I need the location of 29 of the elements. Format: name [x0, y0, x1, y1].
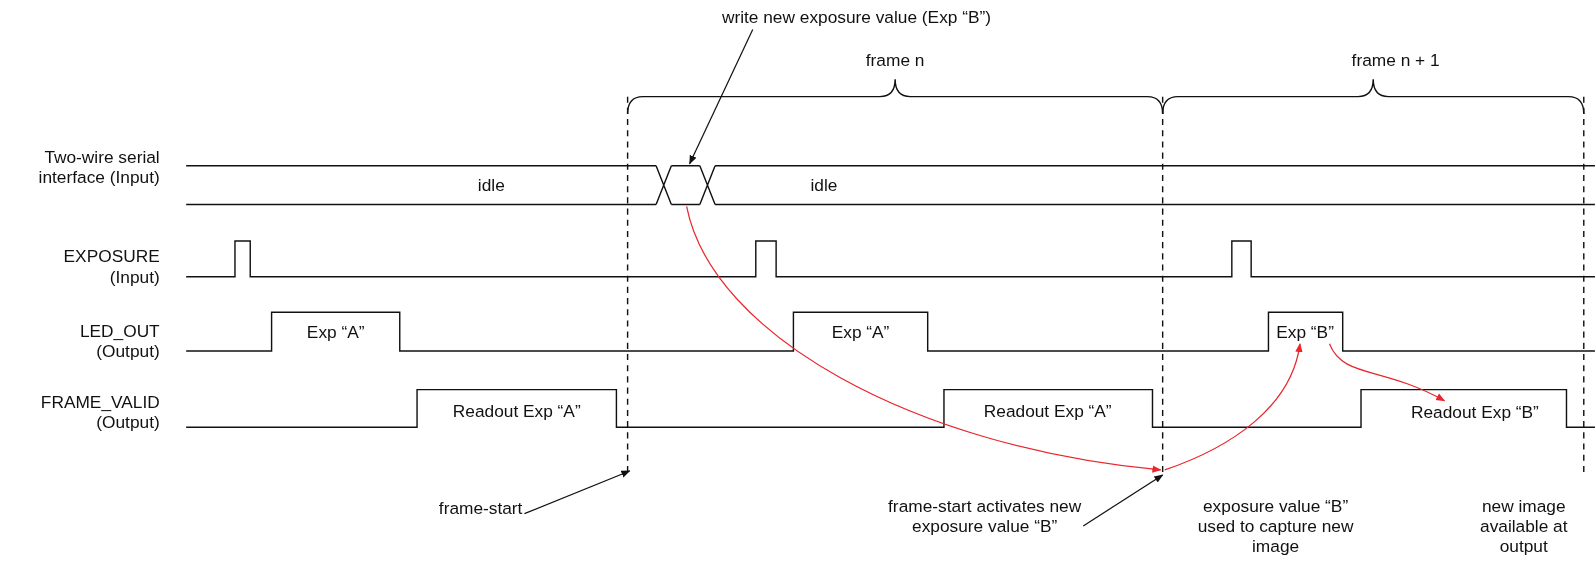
frame-boundary-line — [1161, 95, 1164, 474]
annotation: frame-start — [406, 498, 555, 519]
frame-boundary-line — [626, 95, 629, 474]
pulse-label: Readout Exp “A” — [451, 401, 582, 423]
signal-name: FRAME_VALID (Output) — [39, 392, 160, 434]
arrow — [1164, 342, 1302, 471]
bus-transition-drawing — [655, 165, 716, 206]
pulse-label: Exp “A” — [305, 322, 366, 343]
state-label: idle — [809, 176, 839, 197]
pulse-label: Readout Exp “B” — [1388, 402, 1562, 424]
leader-line — [1082, 474, 1164, 527]
arrow — [686, 205, 1162, 473]
annotation: new image available at output — [1479, 496, 1569, 558]
leader-line — [523, 470, 631, 515]
pulse-label: Exp “B” — [1264, 322, 1346, 343]
frame-label: frame n + 1 — [1350, 50, 1441, 72]
state-label: idle — [476, 176, 506, 197]
signal-name: Two-wire serial interface (Input) — [37, 147, 160, 189]
annotation: exposure value “B” used to capture new image — [1196, 496, 1355, 558]
annotation: frame-start activates new exposure value “B” — [857, 496, 1112, 538]
pulse-label: Exp “A” — [830, 322, 891, 343]
frame-boundary-line — [1583, 95, 1585, 474]
pulse-label: Readout Exp “A” — [982, 401, 1113, 423]
signal-name: EXPOSURE (Input) — [62, 247, 160, 288]
arrow — [1328, 343, 1446, 402]
frame-label: frame n — [864, 50, 926, 72]
leader-line — [689, 28, 754, 165]
signal-name: LED_OUT (Output) — [78, 321, 160, 363]
annotation: write new exposure value (Exp “B”) — [683, 8, 1030, 29]
